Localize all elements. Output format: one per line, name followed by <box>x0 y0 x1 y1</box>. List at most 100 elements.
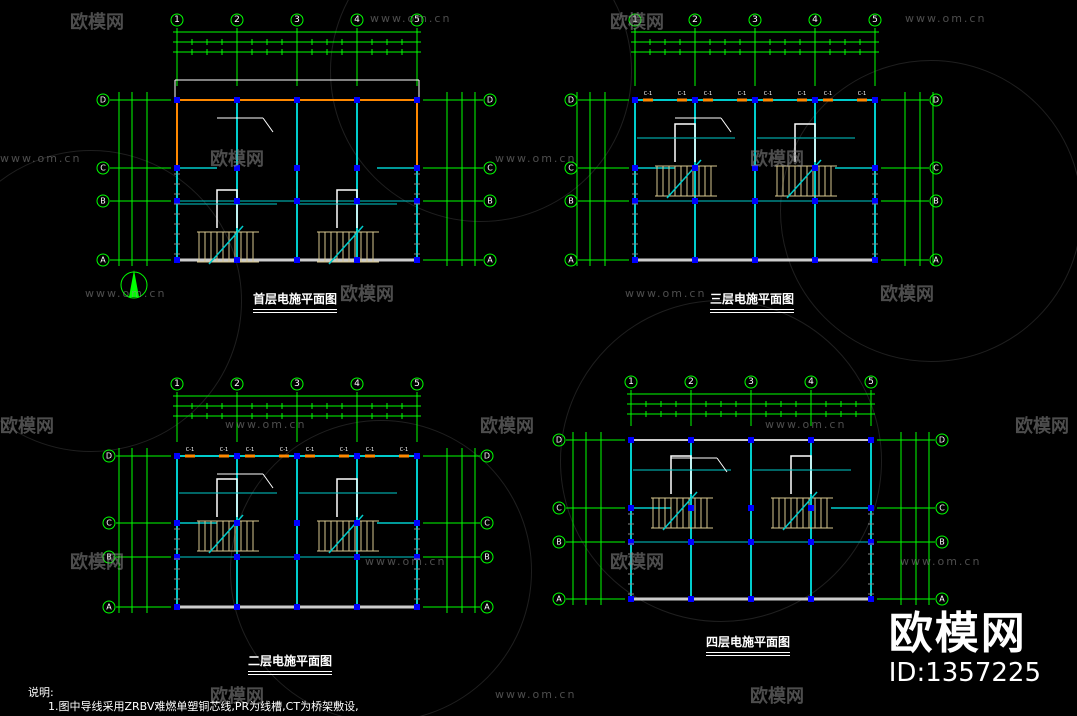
column-node <box>354 554 360 560</box>
axis-bubble <box>102 550 116 564</box>
column-node <box>354 520 360 526</box>
column-node <box>752 97 758 103</box>
column-node <box>872 97 878 103</box>
axis-bubble <box>688 13 702 27</box>
axis-label: D <box>487 96 493 105</box>
axis-label: B <box>939 538 945 547</box>
axis-label: C <box>484 519 490 528</box>
column-node <box>632 97 638 103</box>
riser-enclosure <box>794 123 816 162</box>
column-node <box>868 437 874 443</box>
axis-label: A <box>484 603 490 612</box>
riser-enclosure <box>670 455 692 494</box>
axis-label: 4 <box>354 379 360 389</box>
window-tag: C-1 <box>704 91 712 97</box>
column-node <box>808 437 814 443</box>
axis-bubble <box>102 516 116 530</box>
notes-heading: 说明: <box>28 686 54 699</box>
axis-bubble <box>102 449 116 463</box>
axis-bubble <box>935 433 949 447</box>
column-node <box>688 596 694 602</box>
column-node <box>174 97 180 103</box>
column-node <box>414 453 420 459</box>
column-node <box>354 165 360 171</box>
axis-label: 5 <box>868 377 874 387</box>
plan-title-2: 三层电施平面图 <box>710 290 795 313</box>
axis-bubble <box>483 253 497 267</box>
column-node <box>688 505 694 511</box>
column-node <box>294 198 300 204</box>
axis-label: A <box>556 595 562 604</box>
cable-route <box>328 225 364 265</box>
column-node <box>294 165 300 171</box>
axis-bubble <box>929 194 943 208</box>
drawing-notes: 说明: 1.图中导线采用ZRBV难燃单塑铜芯线,PR为线槽,CT为桥架敷设, <box>28 686 359 714</box>
column-node <box>872 198 878 204</box>
column-node <box>628 505 634 511</box>
leader-line <box>262 473 274 489</box>
axis-label: B <box>106 553 112 562</box>
axis-bubble <box>230 377 244 391</box>
window-tag: C-1 <box>738 91 746 97</box>
axis-label: 2 <box>692 15 698 25</box>
axis-bubble <box>808 13 822 27</box>
window-tag: C-1 <box>678 91 686 97</box>
window-tag: C-1 <box>340 447 348 453</box>
axis-bubble <box>624 375 638 389</box>
axis-label: 5 <box>414 379 420 389</box>
axis-label: 1 <box>174 379 180 389</box>
column-node <box>414 198 420 204</box>
axis-label: C <box>487 164 493 173</box>
column-node <box>692 198 698 204</box>
column-node <box>748 437 754 443</box>
axis-bubble <box>552 501 566 515</box>
model-id: ID:1357225 <box>888 658 1041 688</box>
column-node <box>174 554 180 560</box>
column-node <box>812 257 818 263</box>
axis-label: D <box>556 436 562 445</box>
column-node <box>752 165 758 171</box>
axis-bubble <box>935 535 949 549</box>
axis-label: A <box>568 256 574 265</box>
column-node <box>628 437 634 443</box>
axis-bubble <box>96 161 110 175</box>
axis-label: 5 <box>872 15 878 25</box>
riser-enclosure <box>336 189 358 228</box>
column-node <box>414 97 420 103</box>
cable-route <box>208 225 244 265</box>
cable-route <box>662 491 698 531</box>
axis-label: 2 <box>234 15 240 25</box>
column-node <box>632 165 638 171</box>
window-tag: C-1 <box>764 91 772 97</box>
column-node <box>812 198 818 204</box>
column-node <box>354 97 360 103</box>
axis-bubble <box>868 13 882 27</box>
axis-label: 5 <box>414 15 420 25</box>
axis-bubble <box>552 535 566 549</box>
cable-route <box>782 491 818 531</box>
axis-bubble <box>748 13 762 27</box>
axis-bubble <box>290 13 304 27</box>
column-node <box>354 604 360 610</box>
column-node <box>812 97 818 103</box>
column-node <box>414 604 420 610</box>
axis-bubble <box>744 375 758 389</box>
axis-bubble <box>410 13 424 27</box>
notes-item-1: 1.图中导线采用ZRBV难燃单塑铜芯线,PR为线槽,CT为桥架敷设, <box>48 700 359 713</box>
axis-bubble <box>290 377 304 391</box>
axis-bubble <box>350 377 364 391</box>
axis-label: C <box>939 504 945 513</box>
window-tag: C-1 <box>400 447 408 453</box>
axis-bubble <box>480 550 494 564</box>
column-node <box>868 596 874 602</box>
axis-label: C <box>106 519 112 528</box>
window-tag: C-1 <box>798 91 806 97</box>
column-node <box>354 453 360 459</box>
window-tag: C-1 <box>246 447 254 453</box>
column-node <box>748 596 754 602</box>
axis-label: B <box>487 197 493 206</box>
axis-label: A <box>933 256 939 265</box>
axis-label: A <box>487 256 493 265</box>
